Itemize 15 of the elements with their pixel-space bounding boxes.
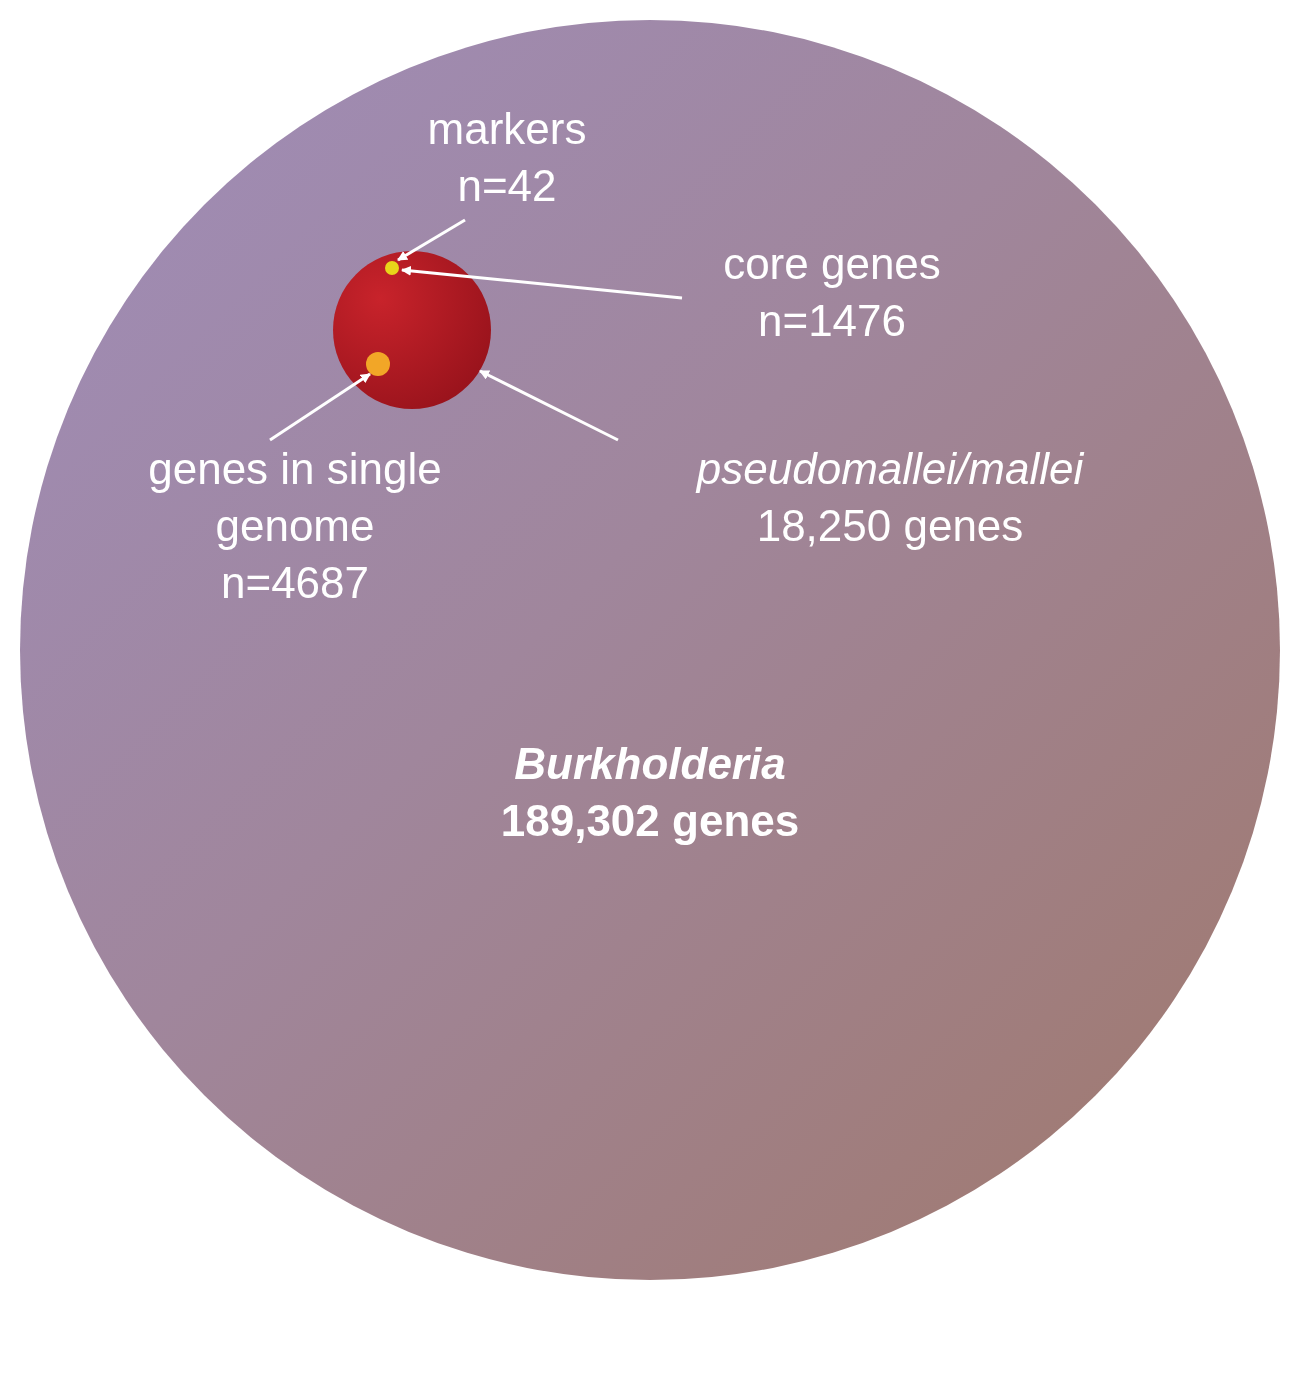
core-dot [385,261,399,275]
genome-dot [366,352,390,376]
callout-label: pseudomallei/mallei [696,443,1084,495]
callout-label: Burkholderia [514,738,786,790]
count-label: n=1476 [757,295,907,348]
leader-line [479,369,619,442]
callout-label: core genes [723,238,941,290]
leader-line [397,218,466,262]
leader-line [269,372,371,442]
count-label: 18,250 genes [756,500,1024,553]
callout-label: markers [427,103,587,155]
count-label: n=4687 [220,557,370,610]
leader-line [401,265,683,300]
count-label: 189,302 genes [500,795,800,848]
count-label: n=42 [457,160,557,213]
